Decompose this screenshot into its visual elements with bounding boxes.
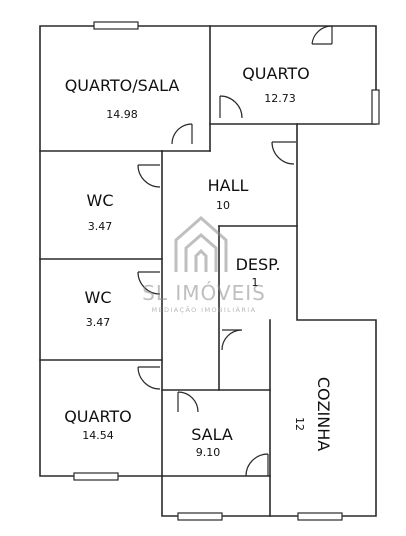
room-quarto-top: QUARTO 12.73 bbox=[242, 64, 310, 105]
room-name: SALA bbox=[191, 425, 233, 444]
room-area: 14.98 bbox=[106, 108, 138, 121]
room-quarto-sala: QUARTO/SALA 14.98 bbox=[65, 76, 180, 121]
room-area: 14.54 bbox=[82, 429, 114, 442]
watermark: SL IMÓVEIS MEDIAÇÃO IMOBILIÁRIA bbox=[142, 216, 266, 314]
room-quarto-bottom: QUARTO 14.54 bbox=[64, 407, 132, 442]
room-name: WC bbox=[85, 288, 112, 307]
house-logo-icon bbox=[174, 216, 228, 272]
room-area: 3.47 bbox=[88, 220, 113, 233]
room-despensa: DESP. 1 bbox=[236, 255, 281, 289]
room-sala: SALA 9.10 bbox=[191, 425, 233, 459]
interior-walls bbox=[39, 25, 298, 517]
room-wc-2: WC 3.47 bbox=[85, 288, 112, 329]
room-name: QUARTO/SALA bbox=[65, 76, 180, 95]
room-hall: HALL 10 bbox=[208, 176, 249, 212]
room-area: 3.47 bbox=[86, 316, 111, 329]
room-area: 1 bbox=[252, 276, 259, 289]
room-wc-1: WC 3.47 bbox=[87, 191, 114, 233]
room-name: COZINHA bbox=[314, 377, 333, 451]
room-area: 10 bbox=[216, 199, 230, 212]
watermark-tagline: MEDIAÇÃO IMOBILIÁRIA bbox=[152, 305, 257, 314]
room-cozinha: COZINHA 12 bbox=[293, 377, 333, 451]
room-name: HALL bbox=[208, 176, 249, 195]
room-area: 9.10 bbox=[196, 446, 221, 459]
room-name: WC bbox=[87, 191, 114, 210]
room-name: QUARTO bbox=[242, 64, 310, 83]
watermark-brand: SL IMÓVEIS bbox=[142, 281, 266, 305]
room-name: DESP. bbox=[236, 255, 281, 274]
room-area: 12.73 bbox=[264, 92, 296, 105]
room-area: 12 bbox=[293, 417, 306, 431]
room-name: QUARTO bbox=[64, 407, 132, 426]
doors bbox=[137, 25, 333, 477]
windows bbox=[73, 21, 380, 521]
